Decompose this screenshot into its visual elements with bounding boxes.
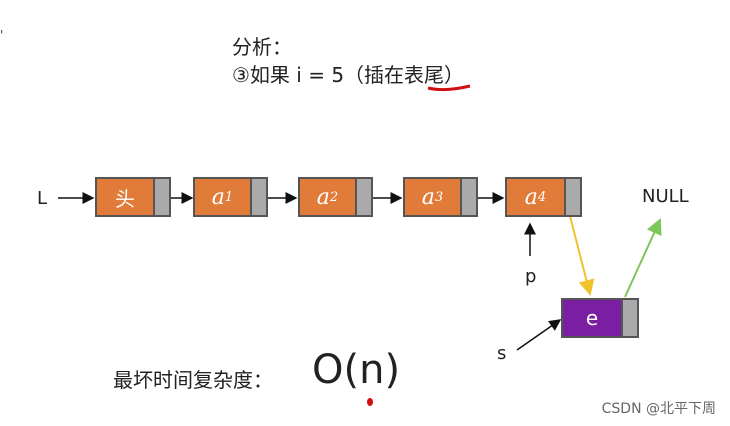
node-a1-sub: 1	[224, 189, 234, 205]
node-a2-label: a	[316, 184, 330, 210]
node-a2-sub: 2	[329, 189, 339, 205]
node-a3-sub: 3	[434, 189, 444, 205]
list-head-label: L	[37, 188, 48, 209]
node-a1-label: a	[211, 184, 225, 210]
margin-mark: '	[0, 28, 4, 42]
node-a3-pointer-cell	[460, 177, 478, 217]
arrow-s-to-e	[516, 319, 562, 351]
pointer-p-label: p	[525, 266, 537, 287]
node-head-pointer-cell	[153, 177, 171, 217]
node-a4-label: a	[524, 184, 538, 210]
null-label: NULL	[642, 186, 689, 207]
red-underline	[427, 84, 471, 92]
node-a3-label: a	[421, 184, 435, 210]
node-head: 头	[95, 177, 171, 217]
analysis-case-line: ③如果 i = 5（插在表尾）	[232, 61, 464, 89]
node-a4-sub: 4	[537, 189, 547, 205]
complexity-value: O(n)	[312, 347, 401, 393]
node-e-data: e	[561, 298, 621, 338]
case-suffix: ）	[444, 63, 465, 87]
node-a4-pointer-cell	[564, 177, 582, 217]
node-a2-pointer-cell	[355, 177, 373, 217]
analysis-heading: 分析：	[232, 35, 292, 59]
node-head-data: 头	[95, 177, 153, 217]
node-a1-pointer-cell	[250, 177, 268, 217]
node-e: e	[561, 298, 639, 338]
complexity-label: 最坏时间复杂度：	[113, 368, 273, 392]
red-dot	[367, 398, 373, 406]
tail-word: 表尾	[404, 63, 445, 87]
analysis-title: 分析： ③如果 i = 5（插在表尾）	[232, 33, 464, 89]
csdn-watermark: CSDN @北平下周	[601, 401, 716, 417]
arrow-a4-to-e	[569, 215, 595, 296]
node-e-pointer-cell	[621, 298, 639, 338]
case-prefix: ③如果 i = 5（插在	[232, 63, 405, 87]
pointer-s-label: s	[497, 343, 507, 364]
arrow-e-to-null	[624, 218, 662, 298]
